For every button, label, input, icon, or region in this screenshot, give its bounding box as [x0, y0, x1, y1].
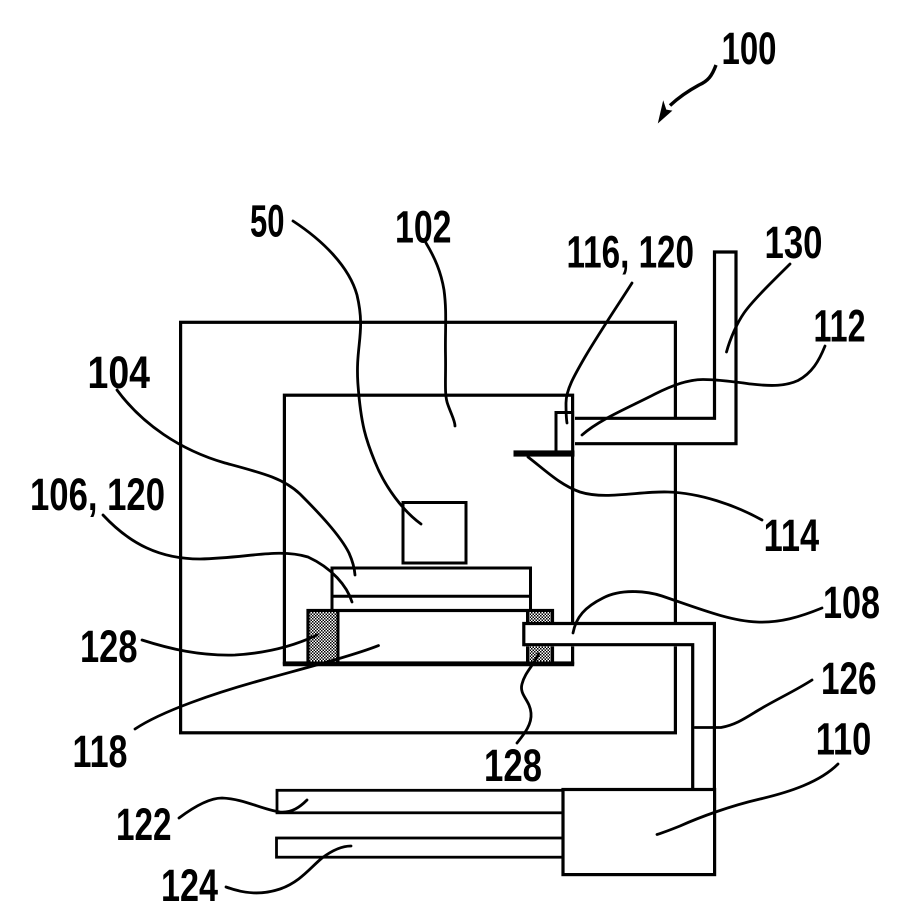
svg-text:126: 126 — [821, 653, 877, 704]
svg-text:108: 108 — [823, 577, 880, 628]
svg-text:122: 122 — [116, 799, 172, 850]
svg-text:118: 118 — [73, 726, 128, 777]
svg-text:106, 120: 106, 120 — [30, 469, 165, 520]
svg-text:128: 128 — [80, 621, 138, 672]
svg-text:114: 114 — [764, 510, 820, 561]
svg-text:130: 130 — [765, 217, 823, 268]
svg-text:104: 104 — [88, 347, 151, 398]
svg-text:110: 110 — [816, 714, 872, 765]
svg-text:128: 128 — [484, 740, 542, 791]
svg-text:124: 124 — [161, 860, 218, 911]
svg-text:102: 102 — [395, 202, 452, 253]
svg-text:112: 112 — [814, 301, 866, 352]
svg-text:100: 100 — [722, 23, 777, 74]
svg-text:50: 50 — [250, 196, 285, 247]
svg-text:116, 120: 116, 120 — [567, 227, 695, 278]
